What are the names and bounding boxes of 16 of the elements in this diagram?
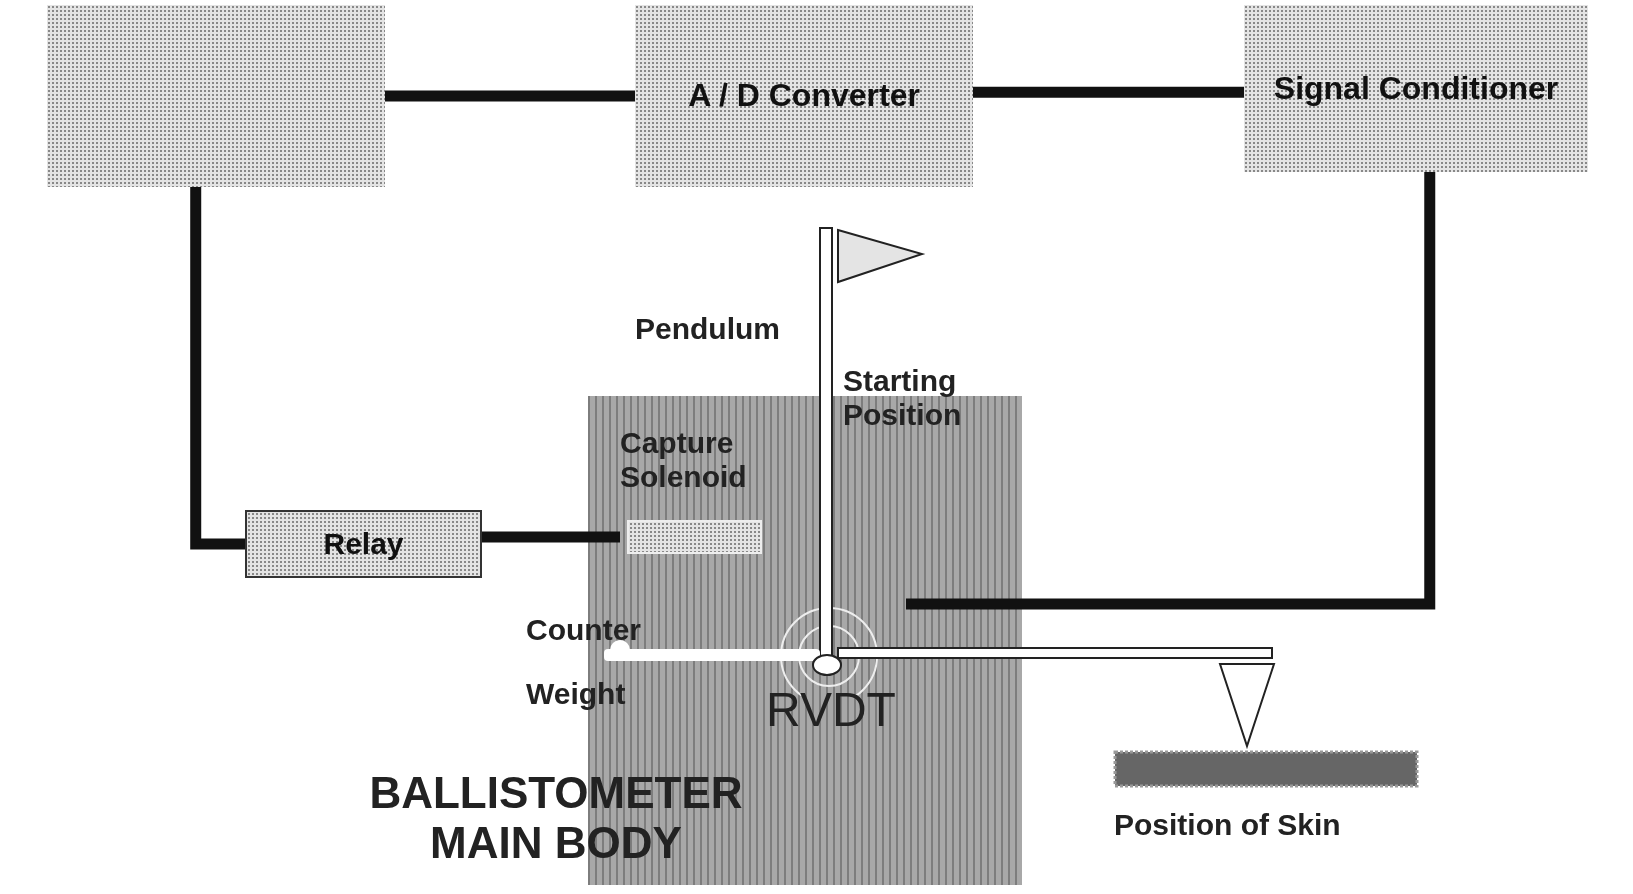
relay-box — [245, 510, 482, 578]
part-label: Pendulum — [635, 312, 780, 346]
box-label: Relay — [323, 526, 404, 562]
conditioner-box — [1244, 5, 1588, 172]
component-label: RVDT — [765, 682, 897, 737]
part-label: Position of Skin — [1114, 808, 1341, 842]
connecting-line — [906, 172, 1436, 610]
connecting-line — [973, 86, 1244, 98]
converter-box — [635, 5, 973, 187]
box-label: A / D Converter — [688, 76, 920, 116]
computer-box — [47, 5, 385, 187]
part-label: Starting Position — [843, 364, 963, 432]
component-label: Capture Solenoid — [620, 426, 748, 494]
connecting-line — [482, 531, 620, 543]
box-label: Signal Conditioner — [1273, 68, 1559, 108]
connecting-line — [385, 90, 635, 102]
